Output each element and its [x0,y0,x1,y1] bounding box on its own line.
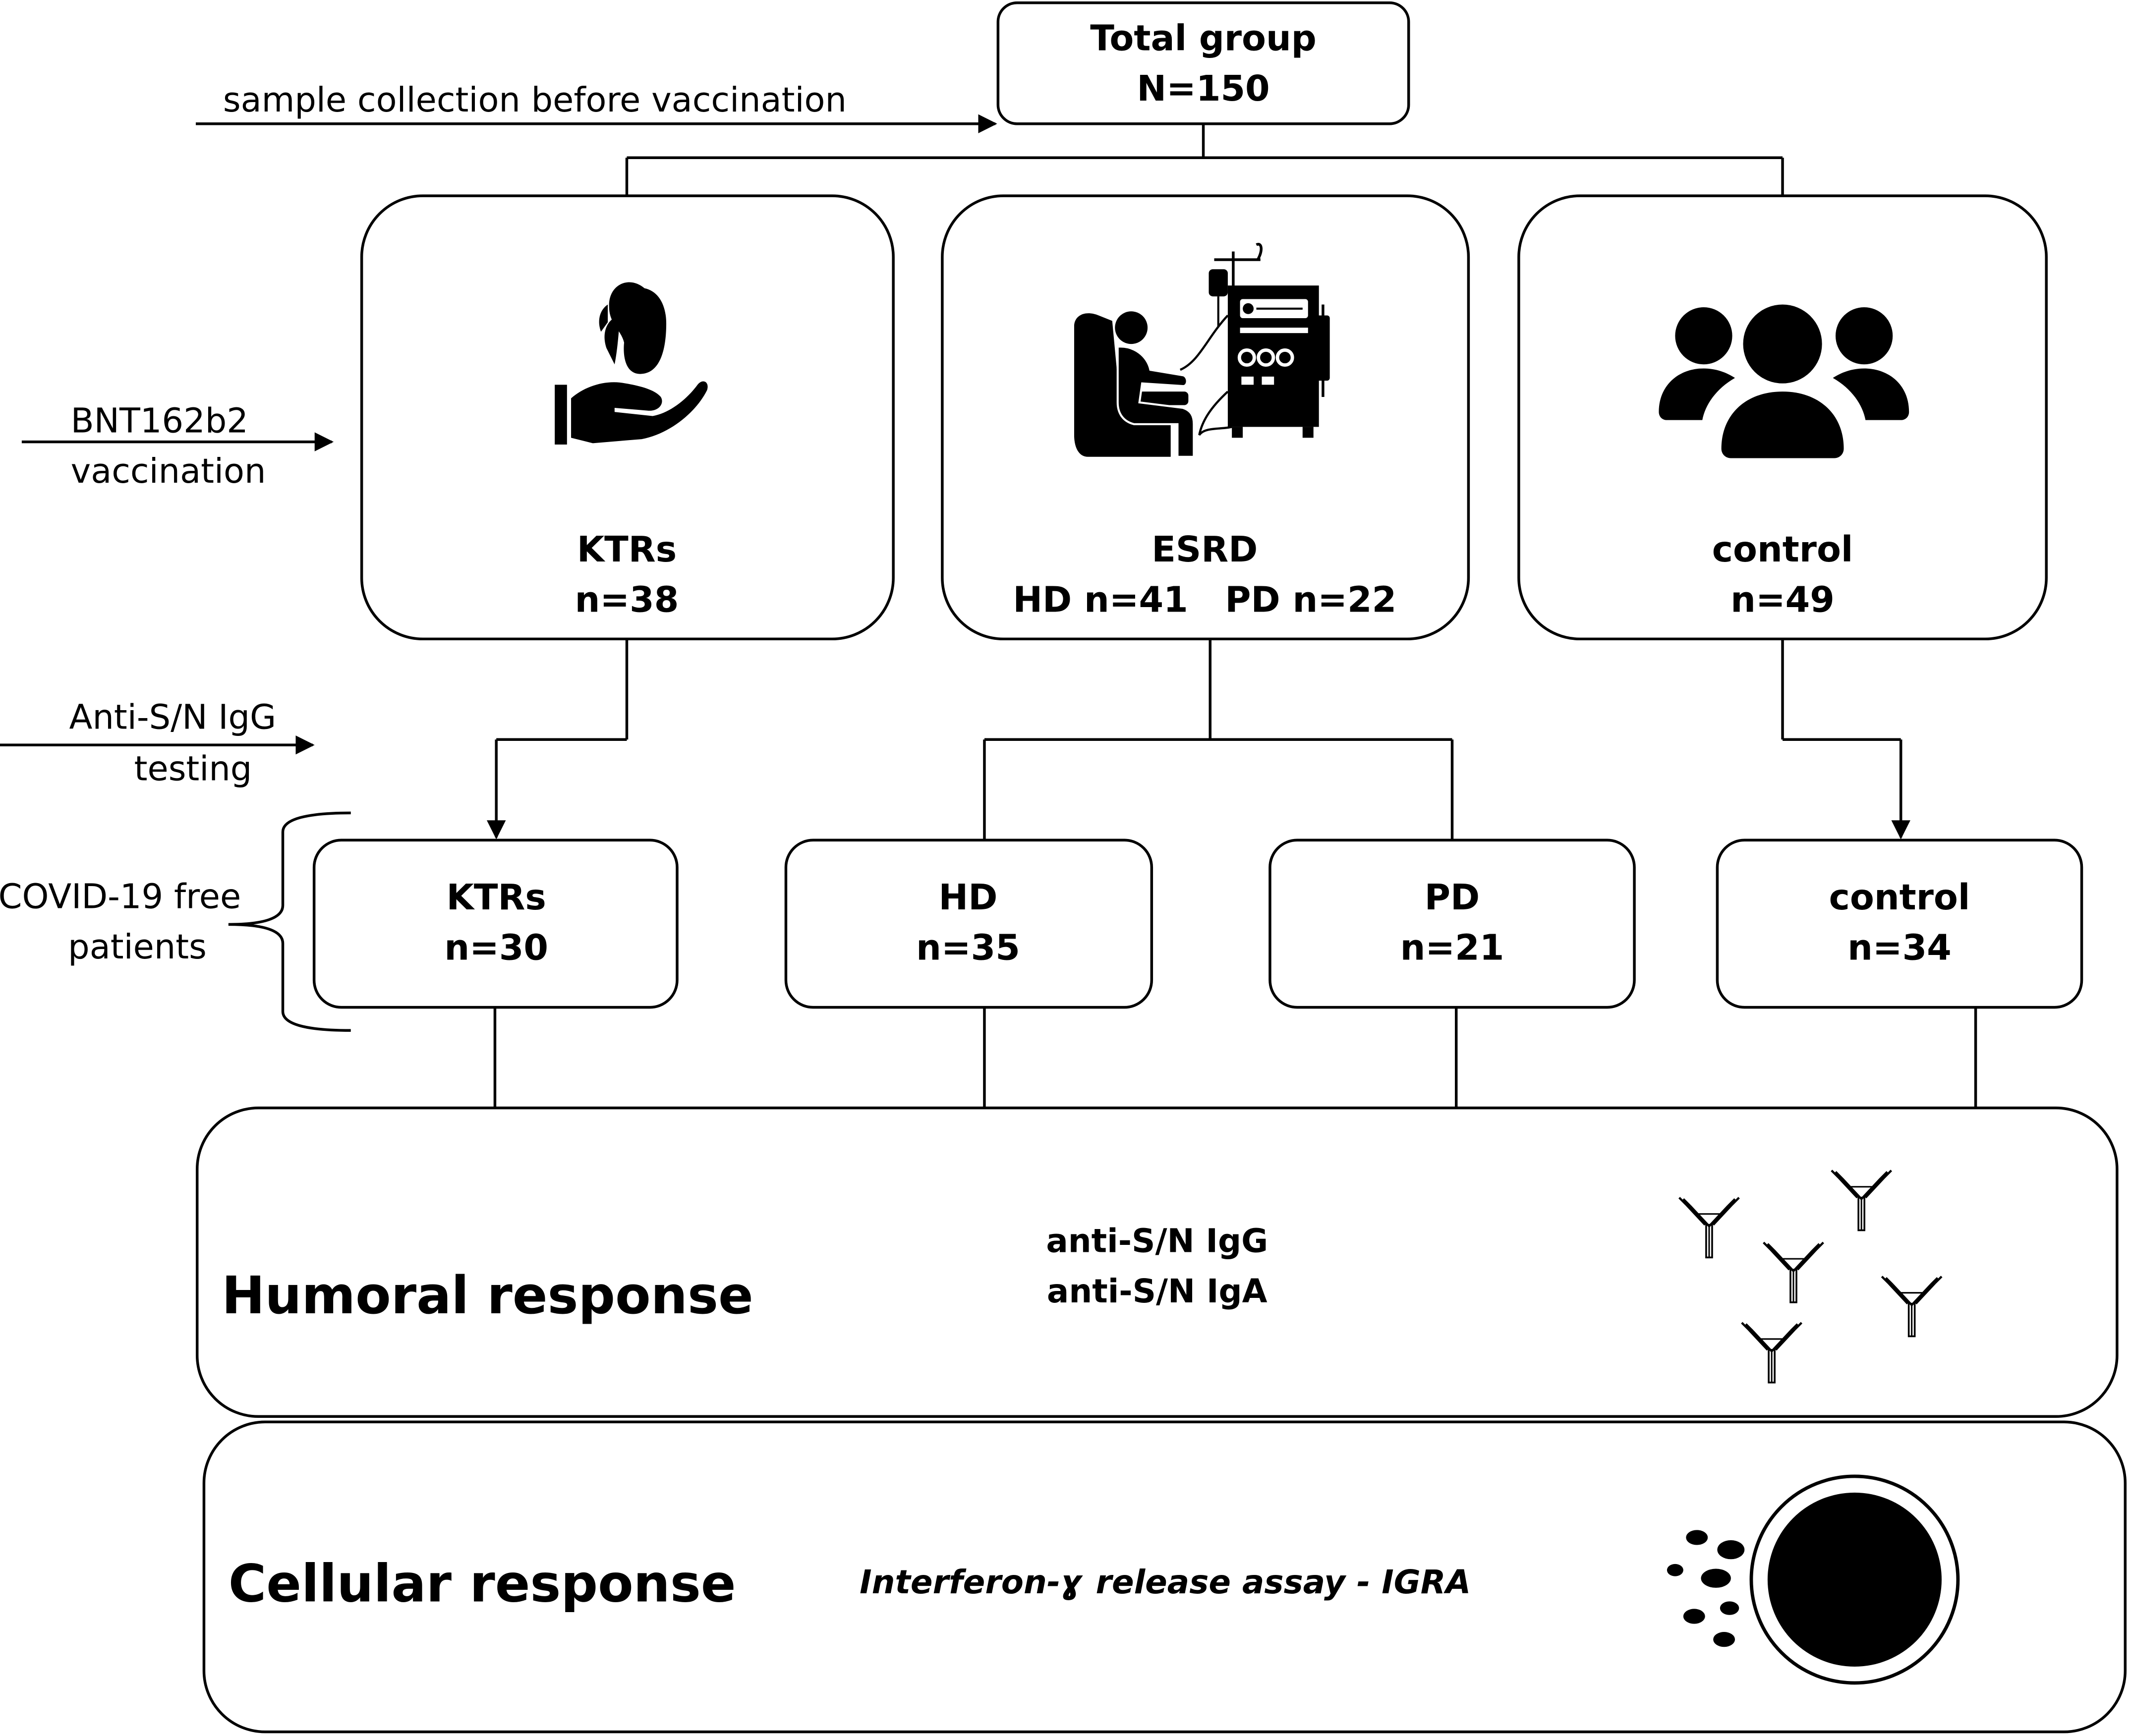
ktrs-subgroup-box: KTRs n=30 [312,839,679,1009]
testing-label-line2: testing [134,749,252,789]
cellular-assay-label: Interferon-ɣ release assay - IGRA [860,1563,1471,1601]
humoral-response-title: Humoral response [222,1265,753,1326]
ktrs-subgroup-count: n=30 [444,927,548,968]
total-group-count: N=150 [1137,68,1269,109]
total-group-box: Total group N=150 [996,1,1410,125]
cellular-response-box: Cellular response Interferon-ɣ release a… [202,1420,2127,1734]
covid-free-label-line2: patients [68,927,207,967]
control-group-box: control n=49 [1517,194,2048,641]
testing-annotation: Anti-S/N IgG testing [0,697,315,789]
hd-subgroup-label: HD [939,877,998,918]
control-group-label: control [1712,529,1853,570]
control-subgroup-label: control [1829,877,1970,918]
t-cell-icon [1667,1474,1960,1685]
pd-subgroup-count: n=21 [1400,927,1504,968]
hd-subgroup-box: HD n=35 [784,839,1153,1009]
humoral-assay-iga: anti-S/N IgA [1047,1272,1268,1310]
pd-subgroup-box: PD n=21 [1268,839,1636,1009]
esrd-group-count: HD n=41 PD n=22 [1013,579,1396,620]
vaccination-annotation: BNT162b2 vaccination [21,401,334,491]
control-subgroup-count: n=34 [1847,927,1952,968]
ktrs-group-label: KTRs [577,529,677,570]
testing-label-line1: Anti-S/N IgG [69,697,277,737]
ktrs-group-count: n=38 [575,579,679,620]
total-group-title: Total group [1090,18,1317,59]
ktrs-subgroup-label: KTRs [447,877,546,918]
people-group-icon [1659,304,1909,458]
sample-collection-annotation: sample collection before vaccination [195,80,997,133]
ktrs-group-box: KTRs n=38 [360,194,895,641]
humoral-response-box: Humoral response anti-S/N IgG anti-S/N I… [195,1106,2119,1418]
control-group-count: n=49 [1730,579,1835,620]
vaccination-label-line2: vaccination [71,451,266,491]
esrd-group-box: ESRD HD n=41 PD n=22 [941,194,1470,641]
kidney-in-hand-icon [555,282,708,445]
vaccination-label-line1: BNT162b2 [71,401,248,441]
dialysis-patient-icon [1074,243,1330,458]
connector-lines [486,123,1977,1108]
curly-brace [228,811,351,1032]
esrd-group-label: ESRD [1152,529,1258,570]
hd-subgroup-count: n=35 [916,927,1020,968]
humoral-assay-igg: anti-S/N IgG [1046,1222,1268,1260]
covid-free-label-line1: COVID-19 free [0,877,241,916]
cellular-response-title: Cellular response [229,1553,736,1614]
covid-free-annotation: COVID-19 free patients [0,811,351,1032]
pd-subgroup-label: PD [1425,877,1480,918]
control-subgroup-box: control n=34 [1716,839,2083,1009]
sample-collection-label: sample collection before vaccination [223,80,847,120]
